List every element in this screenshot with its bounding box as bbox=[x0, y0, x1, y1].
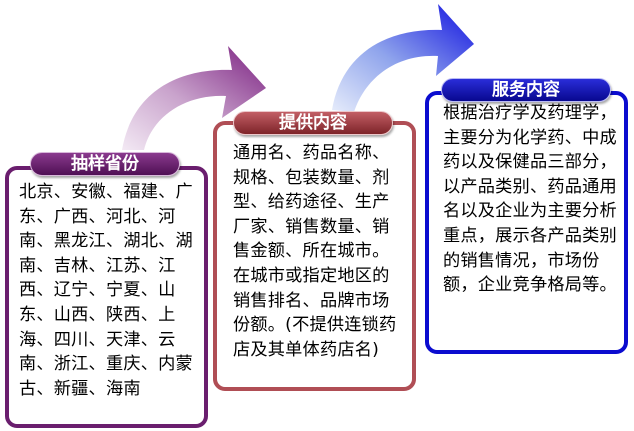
sampling-provinces-box: 北京、安徽、福建、广东、广西、河北、河南、黑龙江、湖北、湖南、吉林、江苏、江西、… bbox=[5, 166, 208, 428]
provided-contents-text: 通用名、药品名称、规格、包装数量、剂型、给药途径、生产厂家、销售数量、销售金额、… bbox=[233, 143, 397, 360]
provided-contents-box: 通用名、药品名称、规格、包装数量、剂型、给药途径、生产厂家、销售数量、销售金额、… bbox=[213, 121, 416, 391]
service-contents-title: 服务内容 bbox=[441, 78, 611, 102]
sampling-provinces-title: 抽样省份 bbox=[30, 152, 180, 176]
provided-contents-title: 提供内容 bbox=[233, 111, 393, 135]
curved-arrow-left bbox=[122, 46, 266, 150]
service-contents-text: 根据治疗学及药理学，主要分为化学药、中成药以及保健品三部分，以产品类别、药品通用… bbox=[443, 103, 617, 296]
sampling-provinces-text: 北京、安徽、福建、广东、广西、河北、河南、黑龙江、湖北、湖南、吉林、江苏、江西、… bbox=[19, 182, 193, 399]
curved-arrow-right bbox=[332, 4, 474, 112]
service-contents-box: 根据治疗学及药理学，主要分为化学药、中成药以及保健品三部分，以产品类别、药品通用… bbox=[425, 91, 628, 354]
